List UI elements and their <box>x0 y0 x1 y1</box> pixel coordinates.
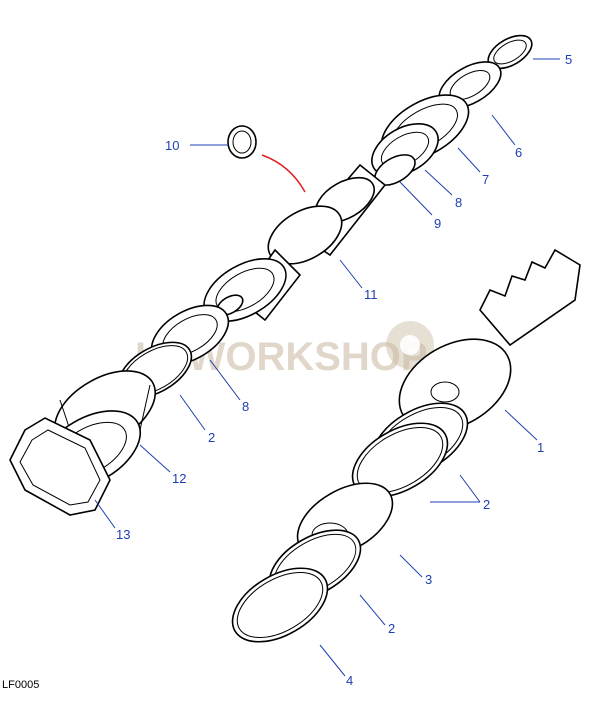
part-5-circlip <box>487 34 533 70</box>
callout-9: 9 <box>434 216 441 231</box>
leader-lines <box>94 58 560 677</box>
callout-12: 12 <box>172 471 186 486</box>
callout-8-upper: 8 <box>455 195 462 210</box>
callout-3: 3 <box>425 572 432 587</box>
part-13-plate <box>9 417 111 516</box>
gear-icon <box>386 321 434 369</box>
callout-13: 13 <box>116 527 130 542</box>
callout-5: 5 <box>565 52 572 67</box>
callout-8-lower: 8 <box>242 399 249 414</box>
callout-2-right: 2 <box>483 497 490 512</box>
callout-10: 10 <box>165 138 179 153</box>
callout-6: 6 <box>515 145 522 160</box>
callout-2-left: 2 <box>208 430 215 445</box>
highlight-arrow <box>261 154 306 193</box>
callout-4: 4 <box>346 673 353 688</box>
callout-11: 11 <box>364 287 378 302</box>
part-10-circlip <box>227 125 257 159</box>
callout-1: 1 <box>537 440 544 455</box>
part-4-circlip <box>231 567 329 643</box>
callout-labels: 5 6 7 8 9 10 11 8 2 12 13 1 2 3 2 4 <box>116 52 572 688</box>
figure-code: LF0005 <box>2 679 39 691</box>
callout-7: 7 <box>482 172 489 187</box>
callout-2-lower: 2 <box>388 621 395 636</box>
